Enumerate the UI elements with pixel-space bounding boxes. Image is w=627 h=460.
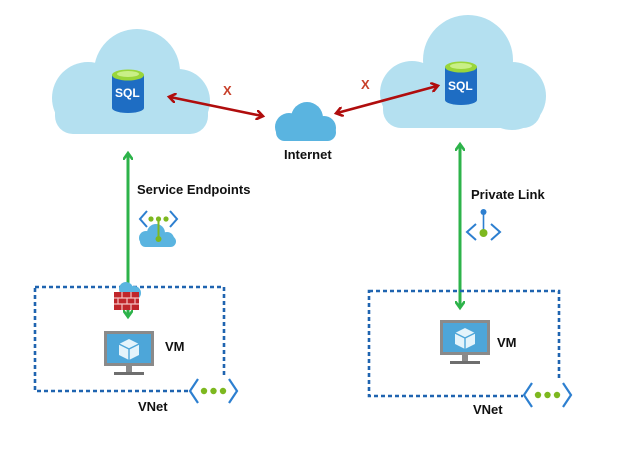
- internet-label: Internet: [284, 147, 332, 162]
- sql-database-icon: [445, 61, 477, 105]
- sql-label-right: SQL: [448, 79, 473, 93]
- blocked-mark-left: X: [223, 83, 232, 98]
- virtual-machine-icon: [440, 320, 490, 364]
- vm-label-right: VM: [497, 335, 517, 350]
- vnet-boundary-right: [367, 289, 561, 398]
- service-endpoints-label: Service Endpoints: [137, 182, 251, 197]
- vnet-label-left: VNet: [138, 399, 168, 414]
- blocked-arrow-left: [170, 97, 262, 116]
- vnet-label-right: VNet: [473, 402, 503, 417]
- blocked-arrow-right: [337, 86, 437, 113]
- service-endpoint-icon: [138, 210, 179, 247]
- private-link-icon: [465, 209, 502, 241]
- virtual-machine-icon: [104, 331, 154, 375]
- vm-label-left: VM: [165, 339, 185, 354]
- blocked-mark-right: X: [361, 77, 370, 92]
- sql-database-icon: [112, 69, 144, 113]
- vnet-icon: [522, 380, 575, 410]
- private-link-label: Private Link: [471, 187, 545, 202]
- internet-cloud-icon: [275, 102, 336, 141]
- vnet-icon: [188, 376, 239, 406]
- firewall-icon: [114, 282, 141, 310]
- sql-label-left: SQL: [115, 86, 140, 100]
